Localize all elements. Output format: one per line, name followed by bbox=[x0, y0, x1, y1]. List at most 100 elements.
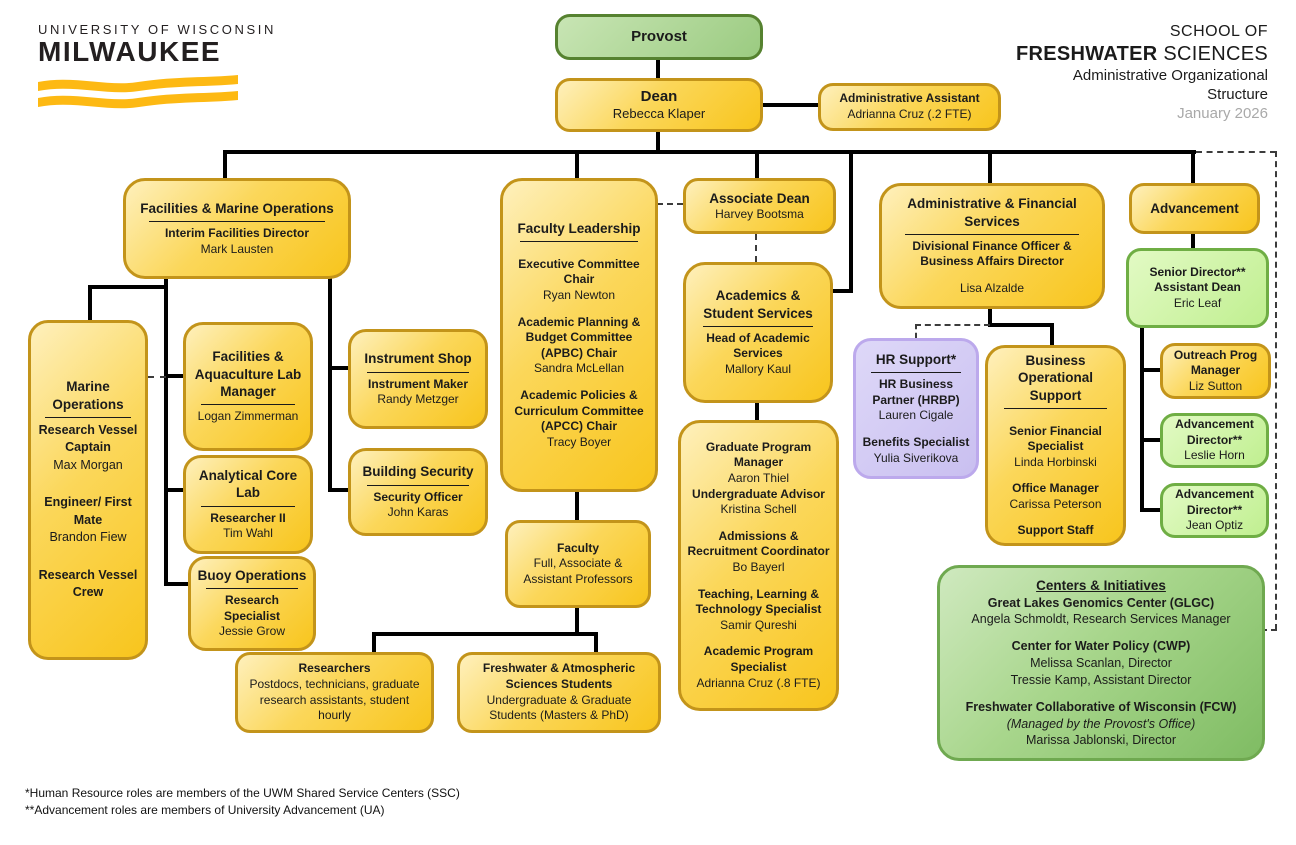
line-bold: Assistant Dean bbox=[1154, 280, 1241, 295]
line-normal: Angela Schmoldt, Research Services Manag… bbox=[971, 612, 1231, 627]
line-bold: Researcher II bbox=[210, 510, 286, 525]
line-normal: Jean Optiz bbox=[1185, 518, 1244, 533]
dashed-associate-dean-academics bbox=[755, 234, 757, 262]
connector-stub-buoy bbox=[164, 582, 188, 586]
dashed-main-right bbox=[1196, 151, 1276, 153]
uwm-logo: UNIVERSITY OF WISCONSIN MILWAUKEE bbox=[38, 22, 273, 110]
line-title: Marine Operations bbox=[52, 379, 124, 412]
line-normal: Adrianna Cruz (.2 FTE) bbox=[847, 107, 972, 121]
line-title: Dean bbox=[640, 87, 678, 105]
connector-provost-dean bbox=[656, 59, 660, 78]
line-normal: Undergraduate & Graduate Students (Maste… bbox=[486, 692, 632, 723]
footnote-advancement: **Advancement roles are members of Unive… bbox=[25, 803, 385, 818]
line-normal: Postdocs, technicians, graduate research… bbox=[249, 676, 420, 723]
connector-main-horizontal bbox=[223, 150, 1196, 154]
line-divider bbox=[200, 404, 296, 406]
line-normal: Tim Wahl bbox=[223, 526, 273, 541]
line-title: Facilities & Marine Operations bbox=[140, 200, 334, 216]
connector-stub-aquaculture bbox=[164, 374, 183, 378]
line-normal: Mallory Kaul bbox=[724, 362, 792, 377]
connector-faculty-down bbox=[575, 608, 579, 635]
line-title: Building Security bbox=[362, 464, 474, 480]
connector-faculty-leadership-faculty bbox=[575, 492, 579, 520]
doc-subtitle-line1: Administrative Organizational bbox=[1072, 67, 1268, 84]
line-bold: Interim Facilities Director bbox=[164, 226, 310, 241]
line-normal: Ryan Newton bbox=[542, 288, 616, 303]
logo-milwaukee: MILWAUKEE bbox=[38, 36, 222, 67]
line-bold: Research Vessel Crew bbox=[38, 567, 138, 600]
doc-subtitle-line2: Structure bbox=[1207, 85, 1268, 103]
line-bold: Head of Academic Services bbox=[706, 330, 810, 361]
line-normal: Brandon Fiew bbox=[49, 530, 127, 545]
connector-dean-down bbox=[656, 132, 660, 152]
line-bold: Freshwater Collaborative of Wisconsin (F… bbox=[965, 699, 1237, 714]
connector-stub-instrument-shop bbox=[328, 366, 348, 370]
line-bold: Center for Water Policy (CWP) bbox=[1011, 639, 1191, 654]
connector-drop-faculty-leadership bbox=[575, 150, 579, 178]
line-bold: Teaching, Learning & Technology Speciali… bbox=[695, 586, 822, 617]
school-name: FRESHWATER SCIENCES bbox=[1016, 42, 1268, 67]
line-bold: Admissions & Recruitment Coordinator bbox=[687, 528, 830, 559]
line-normal: Aaron Thiel bbox=[727, 471, 790, 486]
line-bold: Instrument Maker bbox=[367, 376, 469, 391]
line-normal: Logan Zimmerman bbox=[197, 409, 299, 424]
line-normal: Carissa Peterson bbox=[1009, 496, 1102, 511]
line-title: Academics & Student Services bbox=[703, 288, 813, 321]
line-divider bbox=[148, 221, 326, 223]
line-bold: Advancement Director** bbox=[1175, 417, 1254, 447]
line-title: Business Operational Support bbox=[1017, 353, 1093, 403]
line-bold: Academic Planning & Budget Committee (AP… bbox=[517, 314, 641, 360]
connector-academics-staff bbox=[755, 403, 759, 420]
doc-date: January 2026 bbox=[1177, 104, 1268, 122]
connector-advancement-spine bbox=[1140, 327, 1144, 510]
dashed-hr-drop bbox=[915, 324, 917, 338]
line-normal: Rebecca Klaper bbox=[612, 106, 706, 122]
line-bold: Engineer/ First Mate bbox=[44, 495, 132, 527]
school-name-bold: FRESHWATER bbox=[1015, 43, 1158, 65]
connector-stub-building-security bbox=[328, 488, 348, 492]
connector-stub-adv-director-1 bbox=[1140, 438, 1160, 442]
line-bold: Undergraduate Advisor bbox=[692, 486, 825, 501]
line-bold: Academic Program Specialist bbox=[703, 644, 814, 674]
line-normal: Linda Horbinski bbox=[1014, 454, 1097, 469]
footnote-hr: *Human Resource roles are members of the… bbox=[25, 786, 460, 800]
line-bold: Graduate Program Manager bbox=[705, 439, 812, 470]
line-bold: Support Staff bbox=[1017, 523, 1094, 538]
line-normal: Adrianna Cruz (.8 FTE) bbox=[696, 675, 821, 690]
connector-stub-analytical bbox=[164, 488, 183, 492]
line-normal: Samir Qureshi bbox=[720, 617, 797, 632]
school-of-label: SCHOOL OF bbox=[1169, 23, 1268, 40]
line-normal: Liz Sutton bbox=[1188, 378, 1243, 393]
line-bold: Researchers bbox=[298, 661, 371, 676]
line-normal: Marissa Jablonski, Director bbox=[1025, 733, 1177, 748]
org-box-advancement-director-2: Advancement Director**Jean Optiz bbox=[1160, 483, 1269, 538]
dashed-hr-horizontal bbox=[915, 324, 990, 326]
line-bold: Research Specialist bbox=[223, 593, 281, 623]
connector-dean-admin-assistant bbox=[763, 103, 818, 107]
line-title: Associate Dean bbox=[709, 190, 810, 206]
connector-afs-down bbox=[988, 308, 992, 326]
connector-academics-vertical bbox=[849, 150, 853, 293]
dashed-right-vertical bbox=[1275, 151, 1277, 630]
line-divider bbox=[205, 588, 299, 590]
connector-shop-spine bbox=[328, 278, 332, 492]
line-normal: Tressie Kamp, Assistant Director bbox=[1010, 673, 1192, 688]
org-box-hr-support: HR Support*HR Business Partner (HRBP)Lau… bbox=[853, 338, 979, 479]
line-divider bbox=[1003, 407, 1108, 409]
line-bold: Benefits Specialist bbox=[862, 434, 970, 449]
dashed-faculty-associate-dean bbox=[657, 203, 683, 205]
